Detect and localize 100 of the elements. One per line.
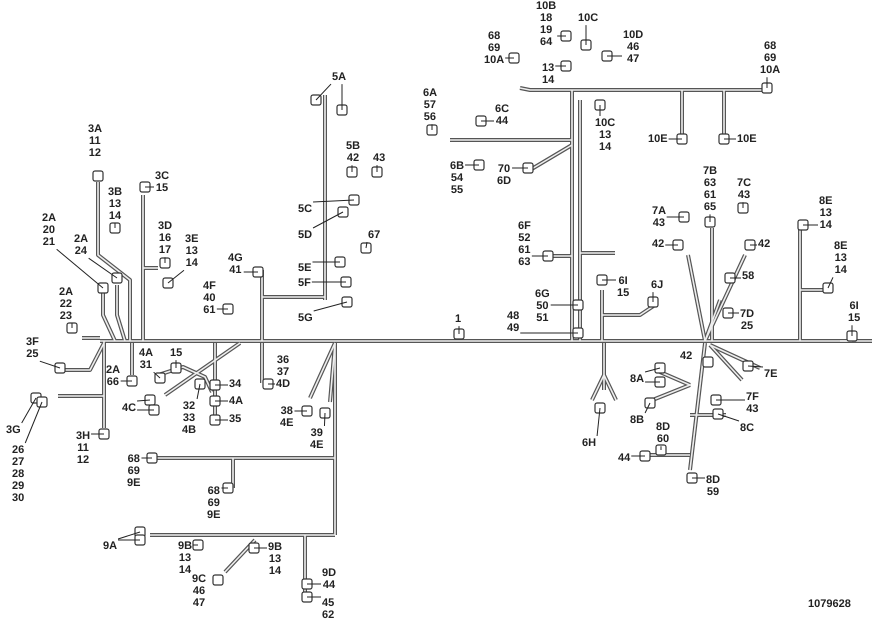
callout-number: 3F 25 [26,336,39,360]
callout-number: 48 49 [507,310,520,334]
callout-number: 8E 13 14 [819,195,832,232]
leader-line [550,304,578,306]
leader-line [750,244,758,246]
leader-line [214,384,228,386]
callout-number: 8C [740,422,754,434]
callout-number: 10E [737,133,757,146]
callout-number: 5B 42 [346,140,360,164]
leader-line [520,332,578,334]
callout-number: 7A 43 [652,205,666,230]
leader-line [644,402,650,414]
callout-number: 70 6D [497,163,512,188]
callout-number: 8E 13 14 [834,240,848,276]
callout-number: 6C 44 [495,103,510,128]
callout-number: 6I 15 [617,275,630,300]
callout-number: 34 [229,378,242,390]
callout-number: 8D 59 [706,474,720,498]
leader-line [666,216,684,218]
callout-number: 10E [648,133,668,146]
leader-line [464,164,480,166]
leader-line [21,398,36,424]
leader-line [196,384,200,400]
leader-line [153,372,160,378]
callout-number: 43 [373,152,386,164]
leader-line [366,242,368,248]
callout-number: 44 [618,452,630,464]
callout-number: 42 [758,238,770,250]
callout-number: 3C 15 [155,170,170,194]
leader-line [168,270,184,284]
callout-number: 5E [298,262,312,274]
leader-line [114,222,116,228]
callout-number: 13 14 [542,62,554,86]
leader-line [802,224,818,226]
callout-number: 3A 11 12 [88,123,102,160]
callout-number: 5F [298,277,311,290]
callout-number: 36 37 4D [276,354,290,390]
leader-line [313,302,348,312]
callout-number: 3G [6,424,21,436]
callout-number: 5D [298,229,312,242]
leader-line [728,312,740,314]
leader-line [718,414,740,422]
callout-number: 3E 13 14 [185,233,198,270]
callout-number: 67 [368,229,380,242]
callout-number: 3B 13 14 [108,186,122,222]
callout-number: 38 4E [280,405,294,430]
leader-line [56,248,104,288]
callout-number: 10B 18 19 64 [536,0,556,48]
callout-number: 10C 13 14 [595,117,616,154]
callout-number: 6I 15 [848,300,860,324]
callout-number: 8D 60 [656,421,670,446]
callout-number: 42 [652,238,664,250]
callout-number: 7F 43 [746,391,759,416]
leader-line [480,120,494,122]
callout-number: 4A [229,395,244,408]
leader-line [24,402,42,444]
callout-number: 35 [229,413,242,426]
leader-line [192,544,198,546]
callout-number: 10C [578,12,598,24]
callout-number: 8B [630,414,644,426]
leader-line [652,292,654,302]
callout-number: 7E [764,368,778,380]
leader-line [668,138,682,140]
leader-line [660,446,662,450]
callout-number: 9B 13 14 [178,540,192,576]
leader-line [724,138,736,140]
callout-number: 4G 41 [228,252,243,276]
callout-number: 15 [170,347,182,360]
part-number: 1079628 [808,598,851,610]
leader-line [742,202,744,208]
leader-line [294,410,308,412]
callout-number: 8A [630,373,644,386]
callout-number: 6F 52 61 63 [518,220,531,268]
leader-line [144,186,154,188]
callout-number: 4C [122,402,136,414]
leader-line [88,258,118,278]
leader-line [376,164,378,172]
callout-number: 9B 13 14 [268,541,282,578]
callout-number: 3H 11 12 [76,430,90,466]
leader-line [828,276,834,288]
leader-line [136,400,150,402]
callout-number: 7C 43 [737,177,752,202]
leader-line [596,408,600,436]
callout-number: 45 62 [322,597,334,622]
callout-number: 7D 25 [740,308,754,332]
callout-number: 1 [455,313,462,326]
callout-number: 10D 46 47 [623,29,644,66]
leader-line [644,368,660,372]
leader-line [39,360,60,368]
callout-number: 5G [298,312,313,324]
callout-number: 68 69 9E [127,453,140,490]
leader-line [664,244,678,246]
callout-number: 68 69 9E [207,485,220,522]
leader-line [316,84,332,100]
callout-number: 2A 20 21 [42,212,56,248]
callout-number: 4F 40 61 [203,280,216,316]
callout-number: 5A [332,71,346,84]
leader-line [458,326,460,334]
callout-number: 6A 57 56 [423,87,437,124]
callout-number: 5C [298,203,312,216]
